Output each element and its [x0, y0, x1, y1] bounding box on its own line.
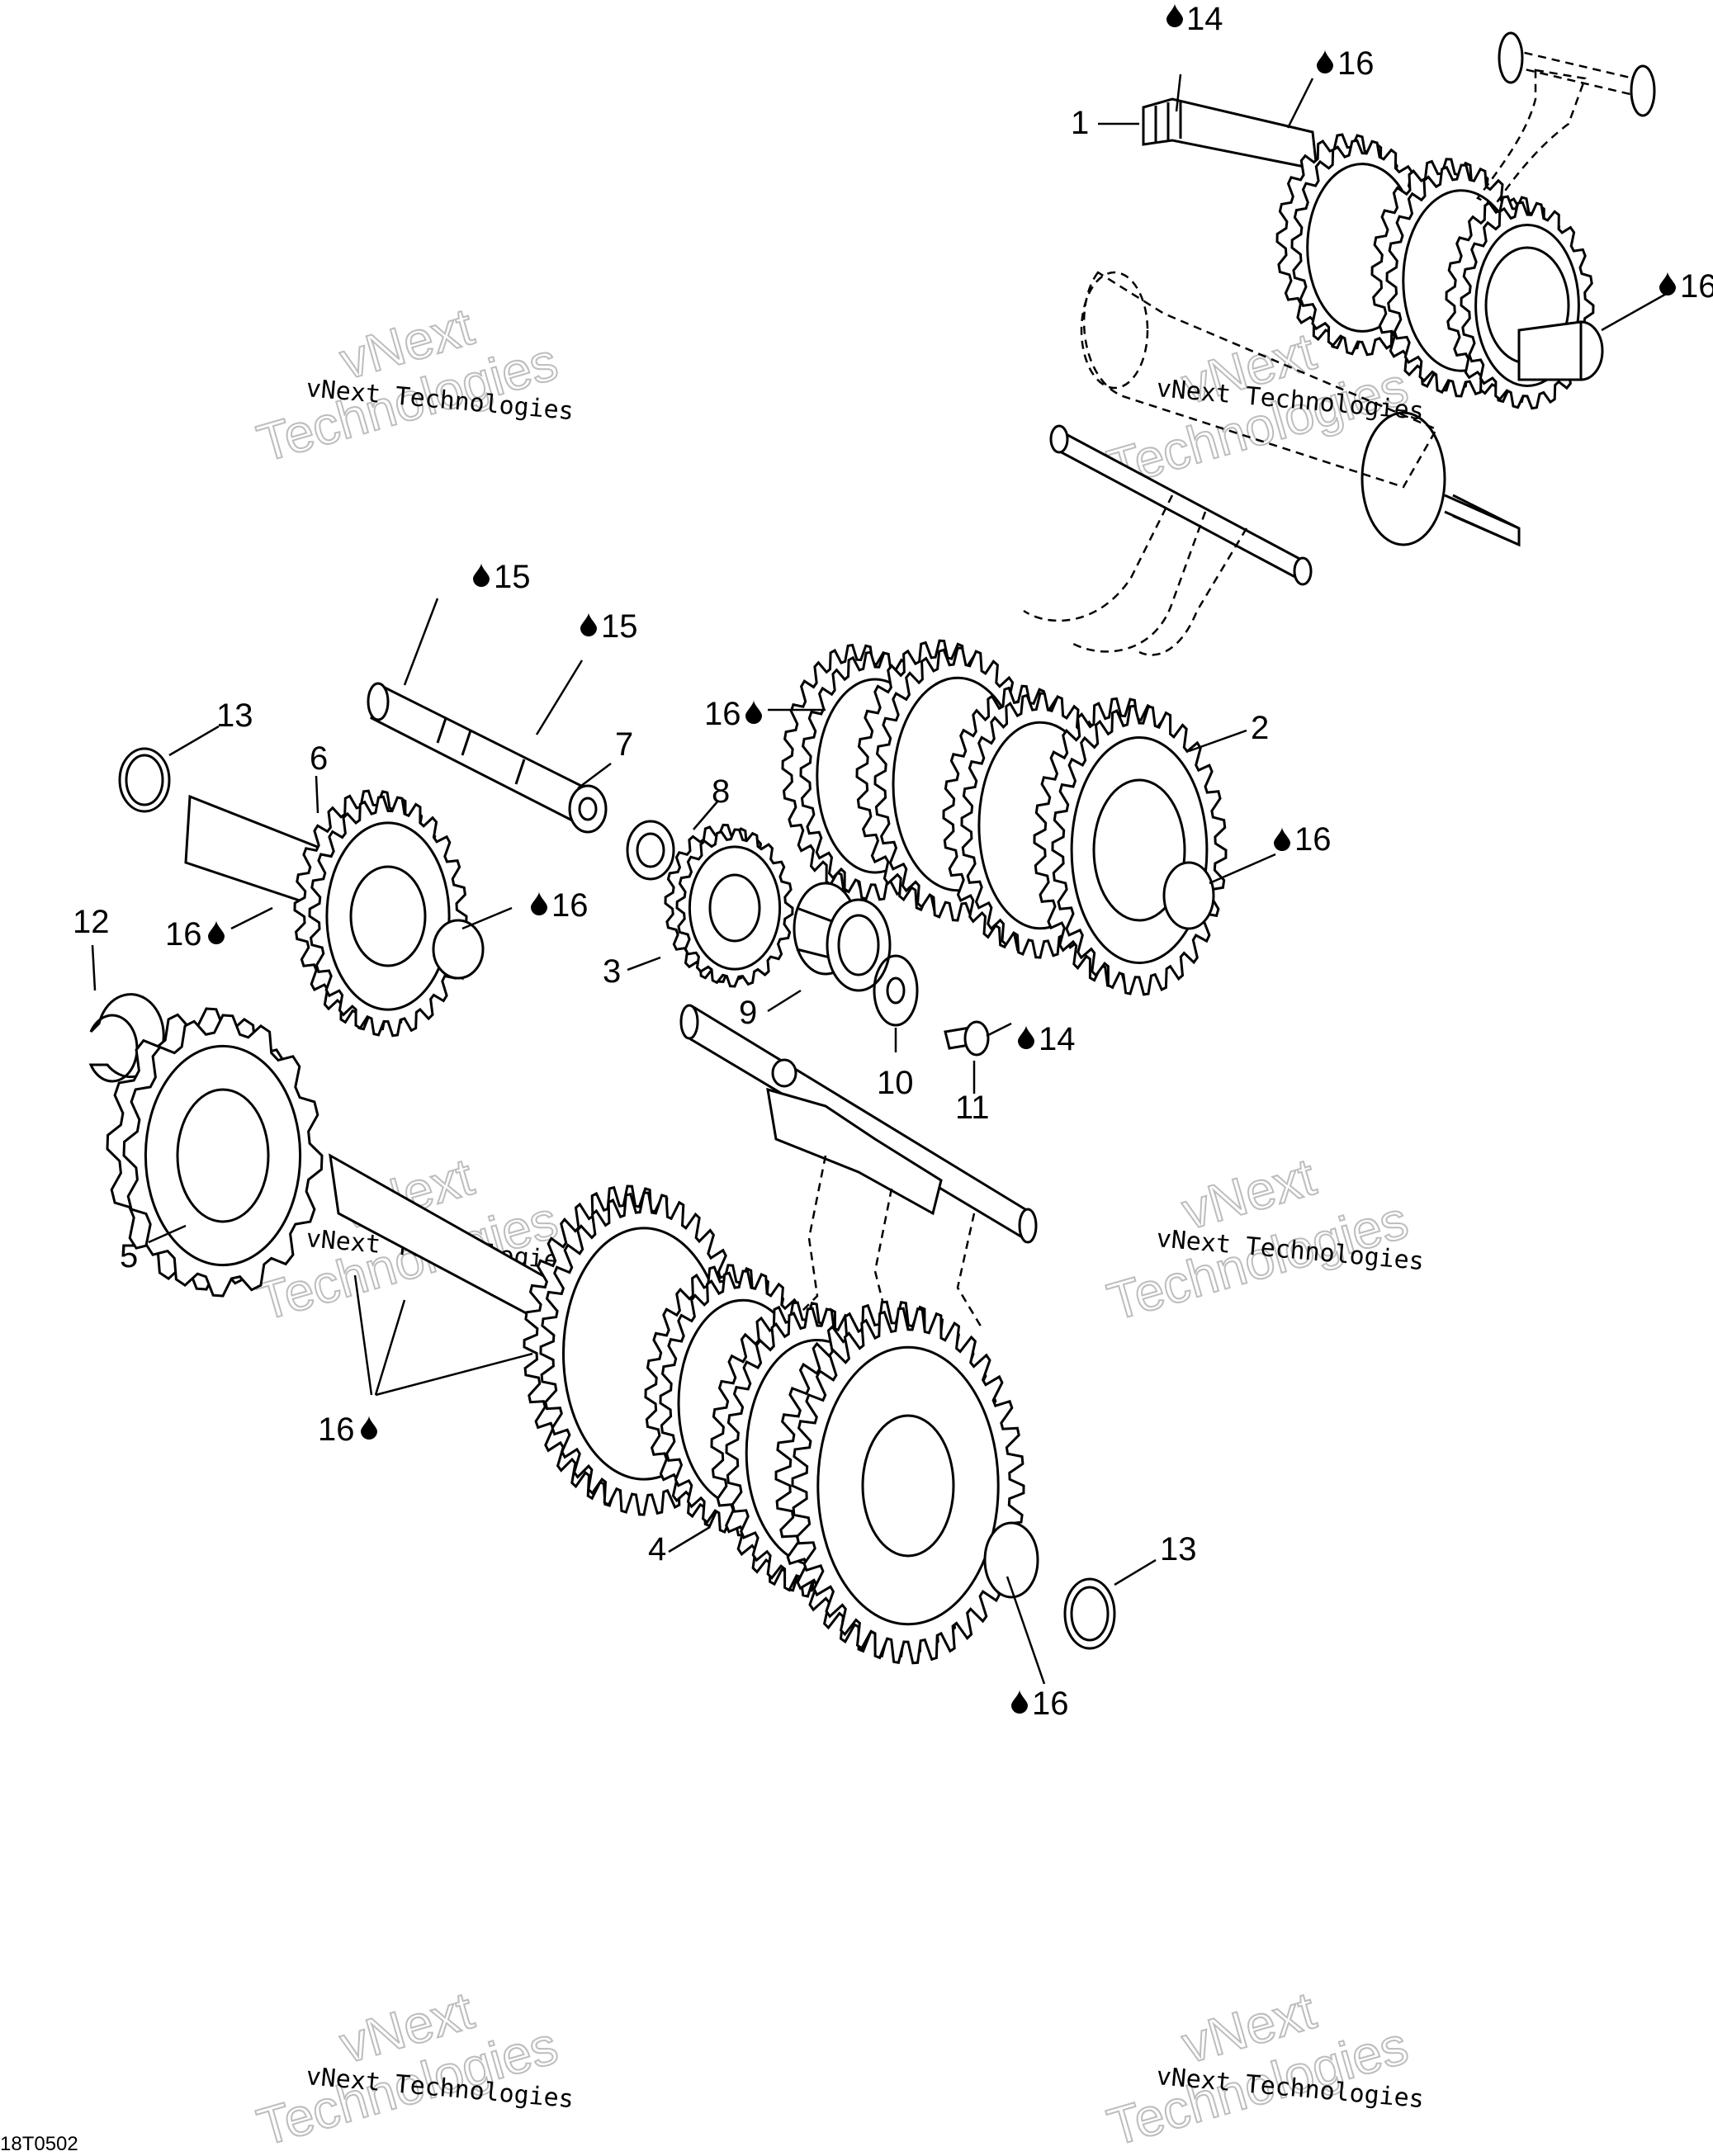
washer-8	[626, 820, 675, 881]
ring-13-lower	[1063, 1577, 1116, 1650]
shaft-7	[367, 682, 608, 834]
oil-drop-icon	[1011, 1690, 1028, 1714]
callout-15-b: 15	[601, 608, 638, 645]
callout-15-a: 15	[494, 559, 531, 595]
ring-13-upper	[118, 747, 171, 813]
callout-12: 12	[73, 904, 110, 940]
callout-4: 4	[648, 1531, 666, 1567]
oil-drop-icon	[473, 563, 490, 587]
callout-10: 10	[877, 1065, 914, 1101]
shaft-gear-6	[184, 789, 485, 1038]
diagram-code: 18T0502	[0, 2133, 78, 2155]
gear-5	[106, 1007, 324, 1298]
callout-16-cluster-right: 16	[1294, 821, 1332, 858]
gear-wheel	[664, 823, 794, 988]
leader-lines	[91, 73, 1668, 1685]
gear-3	[664, 823, 794, 988]
watermark-bottom-left: vNext Technologies vNext Technologies	[250, 1979, 575, 2156]
callout-11: 11	[955, 1090, 990, 1126]
gear-wheel	[774, 1300, 1025, 1665]
output-shaft-4	[329, 1153, 1039, 1665]
input-shaft-assembly	[1142, 97, 1604, 410]
oil-drop-icon	[1018, 1025, 1034, 1049]
callout-9: 9	[739, 995, 757, 1031]
callout-13-upper: 13	[216, 697, 253, 734]
callout-13-lower: 13	[1160, 1531, 1197, 1567]
callout-16-shaft6: 16	[551, 887, 589, 924]
shift-fork-upper	[1476, 31, 1656, 208]
callout-16-right: 16	[1680, 268, 1713, 305]
watermark-middle-right: vNext Technologies vNext Technologies	[1100, 1146, 1425, 1332]
callout-3: 3	[603, 953, 621, 990]
callout-7: 7	[615, 726, 633, 763]
watermark-top-right: vNext Technologies vNext Technologies	[1100, 320, 1425, 499]
gear-wheel	[293, 789, 468, 1038]
shift-drum	[1080, 271, 1521, 547]
main-cluster-gears	[781, 639, 1228, 996]
shift-fork-middle	[1023, 424, 1313, 656]
screw-11	[944, 1020, 990, 1057]
callout-1: 1	[1071, 105, 1089, 141]
gear-wheel	[106, 1007, 324, 1298]
callout-6: 6	[310, 740, 328, 777]
oil-drop-icon	[745, 700, 762, 724]
shift-fork-lower	[679, 1004, 1038, 1338]
oil-drop-icon	[1659, 272, 1676, 296]
oil-drop-icon	[1166, 3, 1183, 27]
watermark-top-left: vNext Technologies vNext Technologies	[250, 296, 575, 474]
callout-labels: 1 14 16 16 15 15 16 2 16 13 6 7 8 16 16 …	[73, 1, 1713, 1722]
circlip-12	[88, 993, 165, 1083]
callout-14-screw: 14	[1039, 1021, 1076, 1057]
needle-bearing-9	[793, 882, 892, 992]
watermark-bottom-right: vNext Technologies vNext Technologies	[1100, 1979, 1425, 2156]
callout-16-output-left: 16	[318, 1411, 355, 1448]
callout-16-shaft6-left: 16	[165, 916, 202, 953]
callout-16-top: 16	[1337, 45, 1375, 82]
oil-drop-icon	[1274, 827, 1290, 851]
callout-16-cluster: 16	[704, 696, 741, 732]
callout-2: 2	[1251, 710, 1269, 746]
callout-16-output-bottom: 16	[1032, 1686, 1069, 1722]
callout-8: 8	[712, 773, 730, 810]
washer-10	[873, 954, 919, 1027]
oil-drop-icon	[1317, 50, 1333, 73]
callout-14-top: 14	[1186, 1, 1223, 37]
oil-drop-icon	[361, 1416, 377, 1440]
oil-drop-icon	[531, 891, 547, 915]
oil-drop-icon	[580, 612, 597, 636]
oil-drop-icon	[208, 920, 225, 944]
callout-5: 5	[120, 1238, 138, 1274]
